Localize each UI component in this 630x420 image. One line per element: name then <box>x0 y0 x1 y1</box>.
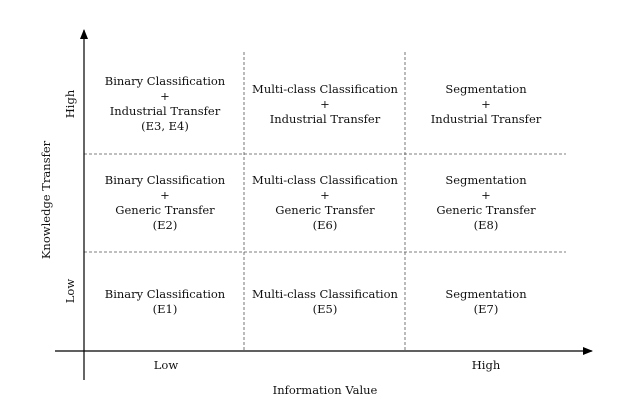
cell-binary-industrial: Binary Classification + Industrial Trans… <box>84 54 246 154</box>
cell-line: (E1) <box>152 301 178 316</box>
cell-text: Binary Classification + Generic Transfer… <box>105 173 225 233</box>
cell-text: Multi-class Classification + Generic Tra… <box>252 173 398 233</box>
cell-line: Binary Classification <box>104 286 226 301</box>
cell-text: Binary Classification + Industrial Trans… <box>105 74 225 134</box>
cell-segmentation-industrial: Segmentation + Industrial Transfer <box>405 54 567 154</box>
cell-multiclass-generic: Multi-class Classification + Generic Tra… <box>244 154 406 252</box>
cell-line: Multi-class Classification <box>252 81 398 96</box>
x-axis-title: Information Value <box>272 383 378 397</box>
y-axis-high-label: High <box>63 89 77 119</box>
cell-line: + <box>160 188 170 202</box>
cell-segmentation-base: Segmentation (E7) <box>405 252 567 351</box>
cell-text: Multi-class Classification (E5) <box>252 287 398 317</box>
cell-line: Segmentation <box>445 173 527 187</box>
cell-line: Industrial Transfer <box>269 111 381 126</box>
cell-line: (E2) <box>152 218 178 232</box>
cell-segmentation-generic: Segmentation + Generic Transfer (E8) <box>405 154 567 252</box>
cell-text: Segmentation (E7) <box>445 287 526 317</box>
cell-line: Segmentation <box>445 81 527 96</box>
cell-line: Generic Transfer <box>275 203 375 217</box>
cell-text: Multi-class Classification + Industrial … <box>252 82 398 127</box>
cell-line: (E3, E4) <box>141 119 189 133</box>
cell-text: Binary Classification (E1) <box>105 287 225 317</box>
cell-binary-generic: Binary Classification + Generic Transfer… <box>84 154 246 252</box>
cell-line: + <box>481 96 491 111</box>
cell-line: Multi-class Classification <box>252 286 398 301</box>
cell-binary-base: Binary Classification (E1) <box>84 252 246 351</box>
cell-line: (E6) <box>312 218 338 232</box>
x-axis-high-label: High <box>471 358 501 372</box>
cell-line: Segmentation <box>445 286 527 301</box>
cell-line: Industrial Transfer <box>109 104 221 118</box>
cell-line: Binary Classification <box>104 173 226 187</box>
cell-multiclass-base: Multi-class Classification (E5) <box>244 252 406 351</box>
cell-line: (E5) <box>312 301 338 316</box>
y-axis-title: Knowledge Transfer <box>39 140 53 260</box>
y-axis-low-label: Low <box>63 278 77 304</box>
cell-line: + <box>320 96 330 111</box>
cell-line: + <box>481 188 491 202</box>
cell-line: (E7) <box>473 301 499 316</box>
x-axis-low-label: Low <box>153 358 179 372</box>
cell-line: Generic Transfer <box>115 203 215 217</box>
cell-text: Segmentation + Industrial Transfer <box>431 82 542 127</box>
cell-multiclass-industrial: Multi-class Classification + Industrial … <box>244 54 406 154</box>
cell-text: Segmentation + Generic Transfer (E8) <box>436 173 535 233</box>
cell-line: Multi-class Classification <box>252 173 398 187</box>
cell-line: Industrial Transfer <box>430 111 542 126</box>
cell-line: + <box>320 188 330 202</box>
cell-line: Generic Transfer <box>436 203 536 217</box>
cell-line: Binary Classification <box>104 74 226 88</box>
cell-line: + <box>160 89 170 103</box>
cell-line: (E8) <box>473 218 499 232</box>
